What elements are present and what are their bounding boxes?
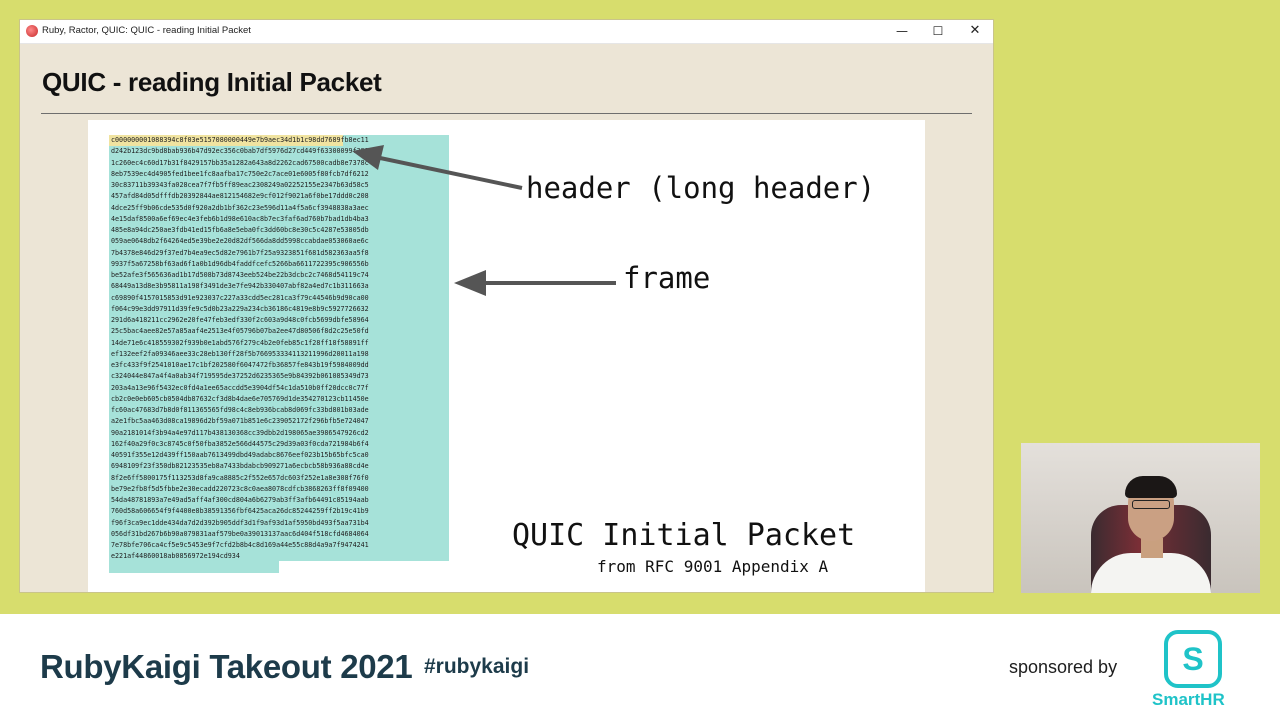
hex-line: 4dce25ff9b06cde535d0f920a2db1bf362c23e59… [111,203,369,212]
hex-line: 4e15daf8500a6ef69ec4e3feb6b1d98e610ac8b7… [111,214,369,223]
packet-caption: QUIC Initial Packet [512,518,856,553]
hex-line: be79e2fb8f5d5fbbe2e30ecadd220723c8c0aea8… [111,484,369,493]
hex-line: 1c260ec4c60d17b31f8429157bb35a1282a643a8… [111,158,369,167]
frame-arrowhead [454,270,486,296]
hex-lines: c000000001088394c8f03e5157080000449e7b9a… [111,135,449,563]
packet-source: from RFC 9001 Appendix A [597,557,829,576]
hex-line: 14de71e6c418559302f939b0e1abd576f279c4b2… [111,338,369,347]
frame-highlight-end [109,561,279,573]
hex-line: f064c99e3dd97911d39fe9c5d0b23a229a234cb3… [111,304,369,313]
event-banner: RubyKaigi Takeout 2021 #rubykaigi sponso… [0,614,1280,720]
hex-line: 30c83711b39343fa028cea7f7fb5ff89eac23082… [111,181,369,189]
frame-highlight-start [343,135,449,146]
hex-line: c324044e847a4f4a0ab34f719595de37252d6235… [111,372,369,381]
hex-line: 90a2181014f3b94a4e97d117b438130368cc39db… [111,428,369,437]
header-highlight [109,135,343,146]
hex-line: fc60ac47683d7b8d0f811365565fd98c4c8eb936… [111,406,369,414]
header-label: header (long header) [526,171,876,205]
hex-line: 9937f5a67258bf63ad6f1a0b1d96db4faddfcefc… [111,259,369,268]
hex-line: 162f40a29f0c3c8745c0f50fba3852e566d44575… [111,439,369,448]
window-titlebar[interactable]: Ruby, Ractor, QUIC: QUIC - reading Initi… [20,20,993,44]
hex-line: cb2c0e0eb605cb0504db87632cf3d8b4dae6e705… [111,394,369,403]
hex-line: 485e8a94dc250ae3fdb41ed15fb6a8e5eba0fc3d… [111,226,369,234]
frame-label: frame [623,261,711,295]
hex-line: f96f3ca9ec1dde434da7d2d392b905ddf3d1f9af… [111,518,369,527]
slide-content: c000000001088394c8f03e5157080000449e7b9a… [88,120,925,592]
header-arrowhead [352,145,384,170]
hex-dump: c000000001088394c8f03e5157080000449e7b9a… [109,135,449,573]
app-icon [26,25,38,37]
hex-line: 760d58a606654f9f4400e8b38591356fbf6425ac… [111,507,369,516]
hex-line: c000000001088394c8f03e5157080000449e7b9a… [111,136,369,144]
title-divider [41,113,972,114]
hex-line: be52afe3f565636ad1b17d508b73d8743eeb524b… [111,271,369,279]
hex-line: 6948109f23f350db82123535eb8a7433bdabcb90… [111,462,369,471]
hex-line: 203a4a13e96f5432ec0fd4a1ee65accdd5e3904d… [111,383,369,392]
cam-speaker-hair [1125,476,1177,498]
maximize-button[interactable]: ☐ [932,24,944,38]
hex-line: 40591f355e12d439ff150aab7613499dbd49adab… [111,451,369,459]
window-title: Ruby, Ractor, QUIC: QUIC - reading Initi… [42,25,251,36]
hex-line: a2e1fbc5aa463d08ca19896d2bf59a071b851e6c… [111,417,369,426]
cam-speaker-glasses [1132,500,1170,509]
hex-line: 25c5bac4aee82e57a85aaf4e2513e4f05796b07b… [111,327,369,336]
sponsored-by-label: sponsored by [1009,657,1118,677]
hex-line: 7b4378e846d29f37ed7b4ea9ec5d82e7961b7f25… [111,248,369,257]
hex-line: d242b123dc9bd8bab936b47d92ec356c0bab7df5… [111,147,369,156]
hex-line: 8f2e6ff5800175f113253d8fa9ca8885c2f552e6… [111,473,369,482]
slide-title: QUIC - reading Initial Packet [42,67,382,97]
event-title: RubyKaigi Takeout 2021 [40,648,413,685]
hex-line: 7e78bfe706ca4cf5e9c5453e9f7cfd2b8b4c8d16… [111,541,369,549]
hex-line: 457afd84d05dfffdb20392844ae812154682e9cf… [111,192,369,201]
close-button[interactable]: ✕ [969,23,981,38]
hex-line: ef132eef2fa09346aee33c28eb130ff28f5b7669… [111,349,369,358]
hex-line: 059ae0648db2f64264ed5e39be2e20d82df566da… [111,237,369,246]
smarthr-logo-glyph: S [1182,641,1204,677]
annotation-arrows [352,145,616,296]
hex-line: 8eb7539ec4d4905fed1bee1fc8aafba17c750e2c… [111,169,369,178]
hex-line: c69890f4157015853d91e923037c227a33cdd5ec… [111,293,369,302]
hex-line: 54da48781893a7e49ad5aff4af300cd804a6b627… [111,496,369,504]
cam-speaker-neck [1141,538,1163,558]
hex-line: 68449a13d8e3b95811a198f3491de3e7fe942b33… [111,282,369,291]
smarthr-logo-icon: S [1164,630,1222,688]
frame-highlight [109,146,449,561]
header-arrow-line [379,156,523,190]
event-hashtag: #rubykaigi [424,655,530,678]
hex-line: e221af44860018ab0856972e194cd934 [111,552,240,561]
hex-line: 291d6a418211cc2962e20fe47feb3edf330f2c60… [111,316,369,324]
cam-speaker-body [1091,553,1211,593]
sponsor-name: SmartHR [1152,690,1225,709]
presentation-window: Ruby, Ractor, QUIC: QUIC - reading Initi… [20,20,993,592]
hex-line: 056df31bd267b6b90a079831aaf579be0a390131… [111,529,369,538]
hex-line: e3fc433f9f2541010ae17c1bf202580f6047472f… [111,361,369,369]
minimize-button[interactable]: — [896,24,908,38]
webcam-video [1021,443,1260,593]
